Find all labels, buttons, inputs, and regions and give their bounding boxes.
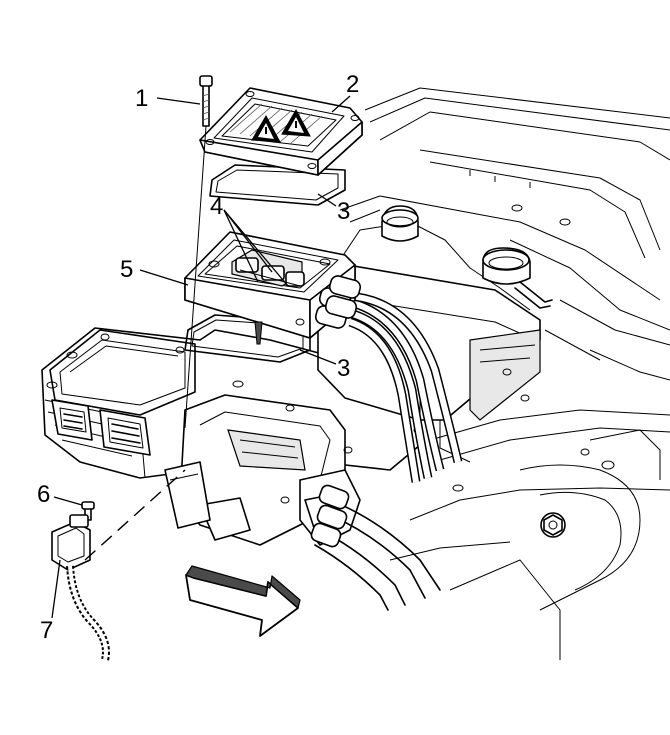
callout-6: 6	[37, 481, 50, 508]
warning-triangle-icon	[251, 108, 311, 143]
leader-lines	[51, 95, 351, 619]
bolt-icon	[184, 75, 213, 429]
direction-arrow-icon	[185, 565, 301, 637]
lower-cable-connector-icon	[310, 484, 350, 548]
callout-4: 4	[210, 193, 223, 220]
floor-bolt-icon	[540, 512, 566, 538]
upper-gasket-icon	[209, 164, 346, 206]
reservoir-cap-left-icon	[381, 205, 419, 242]
callout-labels: 1 2 3 4 5 3 6 7	[37, 71, 359, 644]
harness-icon	[51, 469, 186, 661]
callout-2: 2	[346, 71, 359, 98]
high-voltage-cables-icon	[339, 291, 463, 483]
callout-1: 1	[135, 85, 148, 112]
left-connector-a-icon	[51, 399, 93, 441]
terminal-housing-icon	[184, 231, 362, 345]
vehicle-body-outline	[339, 87, 670, 660]
reservoir-cap-right-icon	[482, 247, 553, 309]
cover-icon	[199, 87, 363, 176]
left-connector-b-icon	[99, 409, 151, 456]
lower-cable-group-icon	[310, 484, 441, 611]
callout-5: 5	[120, 256, 133, 283]
callout-3b: 3	[337, 355, 350, 382]
callout-3a: 3	[337, 198, 350, 225]
terminal-busbar-icon	[231, 249, 305, 287]
lower-gasket-icon	[184, 314, 311, 363]
callout-7: 7	[40, 617, 53, 644]
housing-cable-connectors-icon	[314, 275, 362, 329]
